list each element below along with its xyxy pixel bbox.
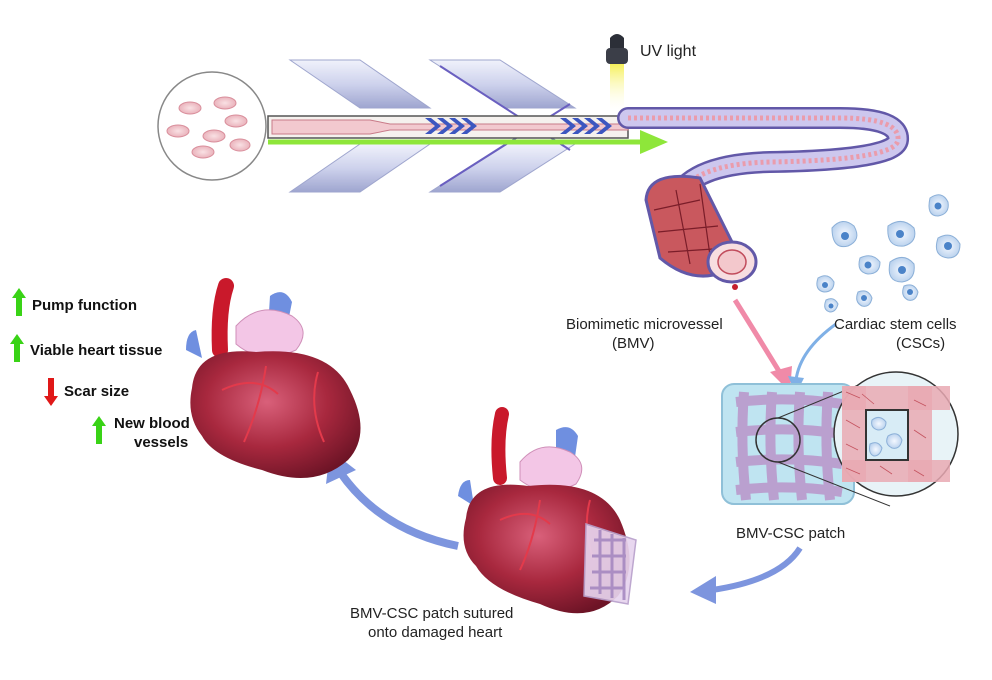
cardiac-stem-cells <box>816 194 961 313</box>
patch-magnified-inset <box>833 371 959 497</box>
down-arrow-icon <box>44 378 58 406</box>
sutured-label-line1: BMV-CSC patch sutured <box>350 605 514 622</box>
microfluidic-device <box>267 59 668 193</box>
outcome-new-vessels-line1: New blood <box>114 415 190 432</box>
bmv-csc-patch <box>721 371 891 507</box>
bmv-label-line2: (BMV) <box>612 335 655 352</box>
healed-heart <box>186 278 361 478</box>
uv-light-source <box>606 34 628 114</box>
up-arrow-icon <box>10 334 24 362</box>
cell-suspension-inset <box>157 71 267 181</box>
outcome-viable-tissue: Viable heart tissue <box>30 342 163 359</box>
outcome-scar-size: Scar size <box>64 383 130 400</box>
csc-label-line2: (CSCs) <box>896 335 946 352</box>
uv-light-label: UV light <box>640 43 697 60</box>
sutured-label-line2: onto damaged heart <box>368 624 503 641</box>
up-arrow-icon <box>12 288 26 316</box>
patch-label: BMV-CSC patch <box>736 525 846 542</box>
outcome-new-vessels-line2: vessels <box>134 434 189 451</box>
bmv-label-line1: Biomimetic microvessel <box>566 316 723 333</box>
process-arrows <box>732 298 837 394</box>
heart-with-patch <box>458 407 637 614</box>
outcome-pump-function: Pump function <box>32 297 137 314</box>
csc-label-line1: Cardiac stem cells <box>834 316 957 333</box>
up-arrow-icon <box>92 416 106 444</box>
biomimetic-microvessel-tube <box>617 107 909 290</box>
